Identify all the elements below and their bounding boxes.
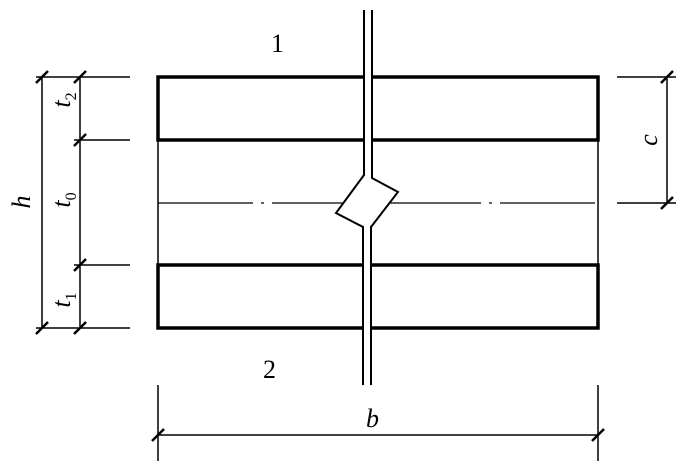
label-b: b — [366, 404, 379, 433]
label-t1-sub: 1 — [63, 292, 80, 300]
label-c: c — [634, 134, 663, 146]
break-line-left — [334, 10, 365, 385]
dimension-t-chain — [73, 70, 130, 335]
top-skin-layer — [156, 75, 600, 142]
label-t0-main: t — [47, 200, 76, 208]
bottom-skin-layer — [156, 263, 600, 330]
label-t0: t0 — [47, 192, 80, 207]
tick-h-top — [35, 70, 49, 84]
dimension-h — [35, 70, 130, 335]
label-face-1: 1 — [271, 29, 284, 58]
label-h: h — [7, 196, 36, 209]
break-gap — [336, 10, 398, 385]
dimension-b — [151, 385, 605, 461]
break-line-right — [370, 10, 400, 385]
break-line — [334, 10, 400, 385]
label-t2: t2 — [47, 92, 80, 107]
label-t0-sub: 0 — [63, 192, 80, 200]
label-t1: t1 — [47, 292, 80, 307]
label-t2-main: t — [47, 100, 76, 108]
label-face-2: 2 — [263, 355, 276, 384]
label-t2-sub: 2 — [63, 92, 80, 100]
tick-h-bottom — [35, 321, 49, 335]
panel-section — [156, 75, 600, 330]
label-t1-main: t — [47, 300, 76, 308]
dimension-c — [617, 70, 676, 210]
